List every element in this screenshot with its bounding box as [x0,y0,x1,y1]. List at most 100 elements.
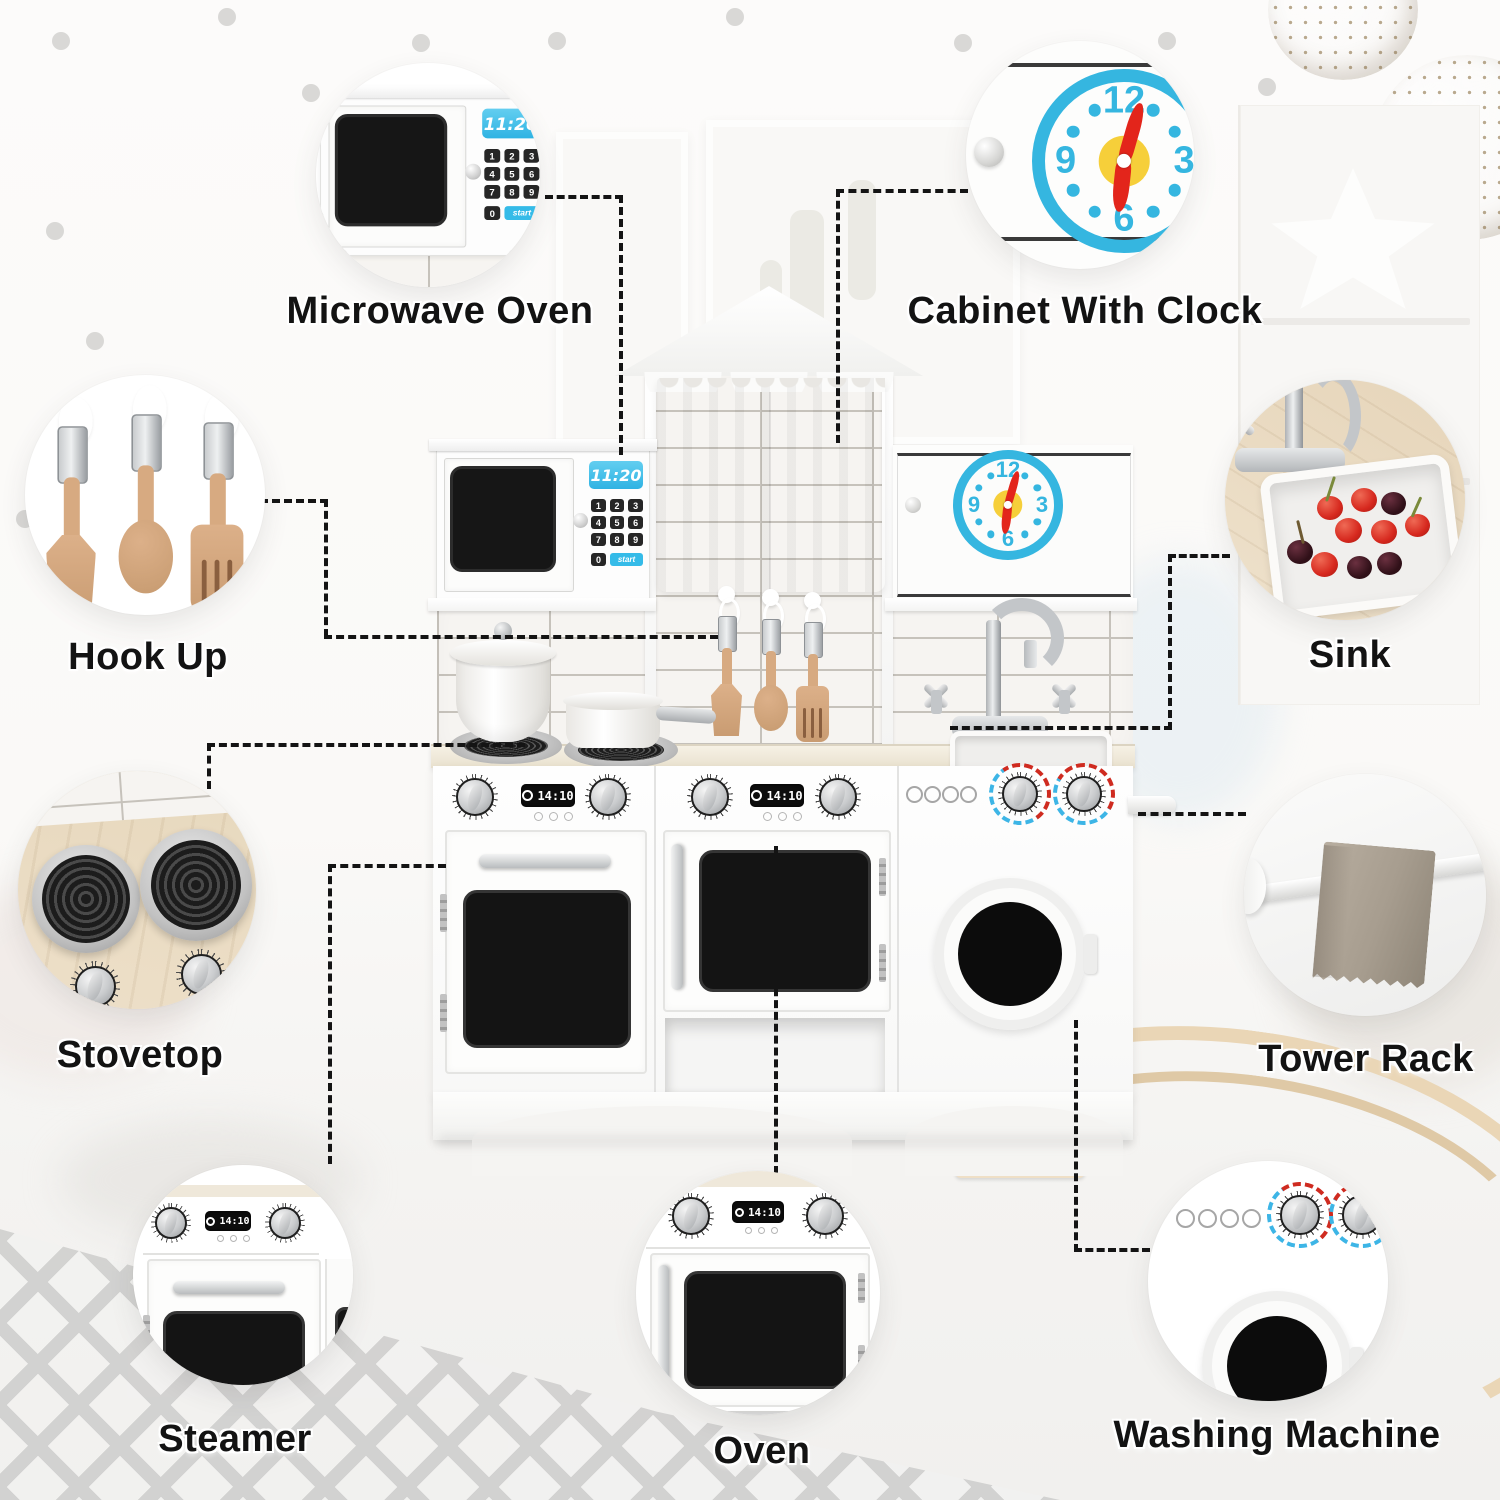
microwave-key: 2 [609,499,625,512]
skirt-arch [905,1106,1123,1176]
cherry-dark [1347,556,1372,579]
leader-stovetop [207,743,525,747]
cabinet-knob-icon [974,137,1004,167]
shelf-board [1246,318,1470,325]
cherry [1311,552,1338,577]
kitchen-microwave: 11:20 1 2 3 4 5 6 7 8 9 0 start [429,439,657,600]
washer-door-window [958,902,1062,1006]
microwave-knob-icon [573,513,588,528]
utensil-spatula [709,598,745,748]
feature-label-steamer: Steamer [158,1418,312,1460]
utensil-spoon [753,601,789,751]
faucet-handle-cross [1046,678,1082,714]
kitchen-washing-machine [898,756,1133,1096]
microwave-key: 9 [628,533,643,546]
wall-dot [302,84,320,102]
feature-bubble-hook-up [25,375,265,615]
wall-dot [46,222,64,240]
stove-knob-icon [176,949,226,999]
wall-dot [412,34,430,52]
feature-label-cabinet-with-clock: Cabinet With Clock [907,290,1263,332]
curtain-split [769,392,771,590]
leader-sink [1168,554,1172,730]
feature-bubble-washing-machine [1148,1161,1388,1401]
wall-dot [1258,78,1276,96]
wall-dot [548,32,566,50]
microwave-shelf [428,598,656,611]
microwave-control-panel: 11:20 1 2 3 4 5 6 7 8 9 0 start [589,457,643,593]
leader-cabinet-clock [836,189,968,193]
burner-icon [32,845,140,953]
cherry [1351,488,1377,512]
curtain-gather [657,378,885,394]
stove-knob-icon [70,961,120,1009]
washer-knob-icon [1046,756,1122,832]
cherry [1371,520,1397,544]
feature-bubble-stovetop [18,771,256,1009]
washer-knob-icon [1261,1176,1339,1254]
bubble-microwave: 11:20 1 2 3 4 5 6 7 8 9 0 start [316,85,540,256]
leader-tower-rack [1138,812,1246,816]
hutch-post [882,373,893,757]
cherry [1335,518,1362,543]
bubble-washer [1166,1174,1388,1401]
feature-bubble-sink [1225,380,1465,620]
wall-dot [1158,32,1176,50]
towel-bar-side [1128,796,1176,814]
bubble-steamer: 14:10 [143,1197,353,1385]
leader-sink [1168,554,1230,558]
feature-bubble-cabinet-clock: 12 3 6 9 [966,41,1194,269]
oven-knob-icon [687,774,733,820]
bubble-clock: 12 3 6 9 [1032,69,1194,253]
washer-knob-icon [984,758,1056,830]
microwave-key-zero: 0 [591,553,606,566]
stove-knob-icon [452,774,498,820]
stove-knob-icon [585,774,631,820]
kitchen-clock-cabinet: 12 3 6 9 [893,445,1133,600]
microwave-key: 1 [591,499,606,512]
utensil-slotted-spatula [189,393,247,615]
feature-bubble-microwave: 11:20 1 2 3 4 5 6 7 8 9 0 start [316,63,540,287]
leader-hook-up [260,499,328,503]
utensil-slotted-spatula [795,604,831,754]
wall-dot [954,34,972,52]
feature-bubble-tower-rack [1244,774,1486,1016]
feature-label-hook-up: Hook Up [68,636,228,678]
feature-label-tower-rack: Tower Rack [1258,1038,1474,1080]
cherry-dark [1377,552,1402,575]
kitchen-steamer [437,766,655,1096]
cherry [1317,496,1343,520]
microwave-key: 4 [591,516,606,529]
leader-hook-up [324,499,328,637]
hutch-interior [648,373,893,753]
microwave-key: 6 [628,516,643,529]
microwave-key: 3 [628,499,643,512]
faucet-handle-cross [918,678,954,714]
bubble-sink-basin [1258,452,1465,620]
wall-dot [218,8,236,26]
cabinet-knob-icon [905,497,921,513]
cherry-dark [1381,492,1406,515]
leader-oven [774,846,778,1174]
leader-hook-up [324,635,718,639]
burner-icon [140,829,252,941]
stove-display: 14:10 [521,784,575,807]
washer-knob-icon [1321,1174,1388,1256]
leader-steamer [328,864,332,1164]
leader-washing-machine [1074,1020,1078,1252]
microwave-key: 5 [609,516,625,529]
utensil-spatula [43,397,101,615]
utensil-spoon [117,385,175,615]
microwave-key: 7 [591,533,606,546]
leader-steamer [328,864,446,868]
feature-label-washing-machine: Washing Machine [1113,1414,1441,1456]
feature-label-oven: Oven [713,1430,811,1472]
feature-bubble-oven: 14:10 [636,1171,880,1415]
leader-cabinet-clock [836,189,840,443]
microwave-display: 11:20 [589,461,643,489]
wall-dot [52,32,70,50]
leader-sink [950,726,1172,730]
oven-knob-icon [815,774,861,820]
kitchen-clock: 12 3 6 9 [953,450,1063,560]
